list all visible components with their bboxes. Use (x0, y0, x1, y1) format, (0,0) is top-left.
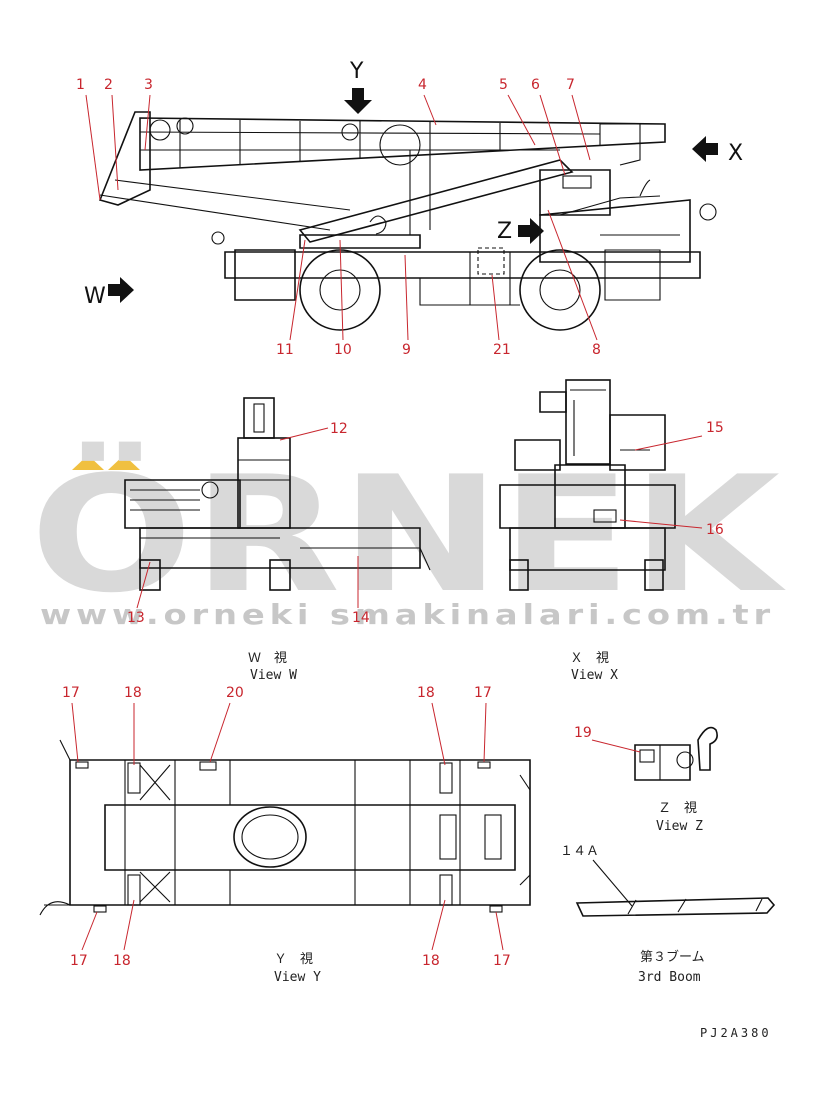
callout-6: 6 (531, 77, 540, 93)
callout-14: 14 (352, 610, 370, 626)
view-w-callouts: 12 13 14 (127, 421, 370, 626)
callout-2: 2 (104, 77, 113, 93)
side-view-callouts: 1 2 3 4 5 6 7 8 9 10 11 21 (76, 77, 601, 358)
boom-caption-jp: 第３ブーム (640, 949, 705, 965)
callout-3: 3 (144, 77, 153, 93)
view-y-caption-en: View Y (274, 970, 321, 985)
callout-4: 4 (418, 77, 427, 93)
callout-17-bottom-right: 17 (493, 953, 511, 969)
callout-20: 20 (226, 685, 244, 701)
arrow-z (518, 218, 544, 244)
callout-18-bottom-right: 18 (422, 953, 440, 969)
third-boom-drawing (575, 897, 776, 917)
callout-8: 8 (592, 342, 601, 358)
callout-9: 9 (402, 342, 411, 358)
drawing-code: PJ2A380 (700, 1026, 772, 1040)
callout-18-bottom-left: 18 (113, 953, 131, 969)
watermark-url: www.orneki smakinalari.com.tr (40, 598, 775, 631)
side-view-drawing (98, 111, 717, 331)
view-letter-x: X (728, 141, 743, 166)
watermark-brand: ÖRNEK (30, 440, 786, 628)
callout-17-bottom-left: 17 (70, 953, 88, 969)
callout-14a: １４Ａ (560, 844, 599, 859)
view-w-drawing (124, 397, 431, 591)
boom-caption-en: 3rd Boom (638, 970, 701, 985)
view-x-drawing (499, 379, 676, 591)
callout-16: 16 (706, 522, 724, 538)
callout-21: 21 (493, 342, 511, 358)
view-y-caption-jp: Ｙ 視 (274, 952, 313, 967)
view-x-callouts: 15 16 (619, 420, 724, 538)
watermark-accent-right (108, 455, 140, 470)
view-w-caption-en: View W (250, 668, 297, 683)
callout-17-top-left: 17 (62, 685, 80, 701)
callout-5: 5 (499, 77, 508, 93)
view-z-drawing (634, 726, 718, 781)
watermark-accent-left (72, 455, 104, 470)
view-y-drawing (39, 739, 531, 916)
callout-18-top-right: 18 (417, 685, 435, 701)
arrow-w (108, 277, 134, 303)
view-letter-w: W (84, 284, 106, 309)
arrow-y (344, 88, 372, 114)
view-z-caption-en: View Z (656, 819, 703, 834)
view-markers: Y X W Z (84, 59, 743, 309)
view-w-caption-jp: Ｗ 視 (248, 651, 287, 666)
callout-13: 13 (127, 610, 145, 626)
view-x-caption-en: View X (571, 668, 618, 683)
callout-12: 12 (330, 421, 348, 437)
callout-15: 15 (706, 420, 724, 436)
callout-1: 1 (76, 77, 85, 93)
arrow-x (692, 136, 718, 162)
view-x-caption-jp: Ｘ 視 (570, 651, 609, 666)
callout-7: 7 (566, 77, 575, 93)
callout-19: 19 (574, 725, 592, 741)
view-letter-z: Z (497, 219, 512, 244)
callout-17-top-right: 17 (474, 685, 492, 701)
callout-10: 10 (334, 342, 352, 358)
view-z-caption-jp: Ｚ 視 (658, 801, 697, 816)
view-y-callouts: 17 18 20 18 17 17 18 18 17 (62, 685, 511, 969)
view-letter-y: Y (349, 59, 364, 84)
callout-11: 11 (276, 342, 294, 358)
watermark: ÖRNEK www.orneki smakinalari.com.tr (30, 440, 786, 631)
callout-18-top-left: 18 (124, 685, 142, 701)
